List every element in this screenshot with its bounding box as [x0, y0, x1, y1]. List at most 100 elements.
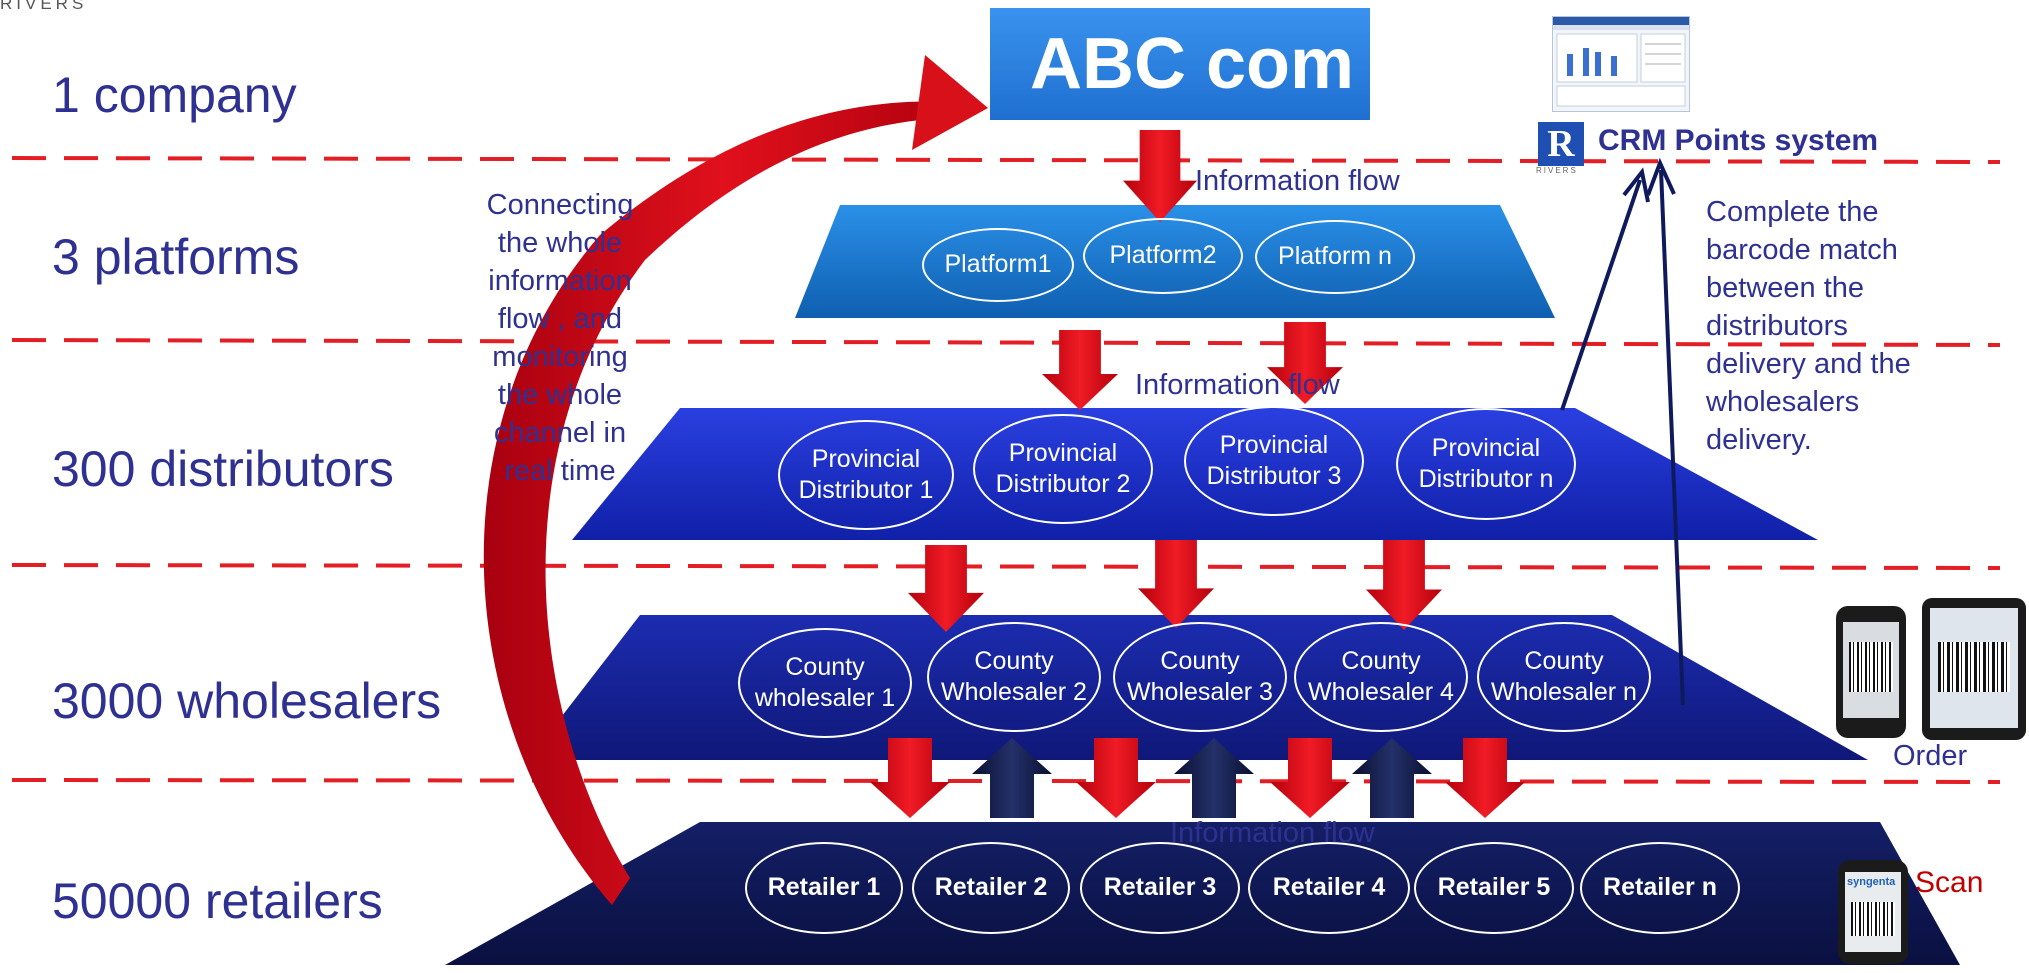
scan-phone-screen: syngenta: [1845, 872, 1901, 952]
down-arrow: [1267, 322, 1343, 404]
distributors-node-label-line: Distributor n: [1418, 465, 1554, 493]
retailers-node: Retailer n: [1580, 842, 1740, 934]
level-label-2: 3 platforms: [52, 229, 300, 285]
wholesalers-node-label-line: Wholesaler n: [1491, 678, 1637, 706]
wholesalers-node-label-line: County: [1524, 646, 1604, 675]
left_note-line: flow , and: [497, 303, 623, 335]
down-arrow: [1076, 738, 1156, 818]
up-arrow: [1352, 738, 1432, 818]
crm-logo-letter: R: [1547, 123, 1575, 165]
logo-text-top: RIVERS: [0, 0, 88, 13]
retailers-node-label: Retailer 4: [1272, 873, 1386, 902]
thumb-toolbar: [1553, 25, 1689, 30]
phone-barcode: [1849, 642, 1893, 692]
platforms-node: Platform1: [922, 228, 1074, 302]
right_note-line: between the: [1706, 272, 1865, 304]
level-label-3: 300 distributors: [52, 441, 394, 497]
level-label-1: 1 company: [52, 67, 297, 123]
divider-1: [11, 156, 2001, 164]
scan-label: Scan: [1915, 866, 1984, 899]
crm-arrow-from-distributors: [1560, 179, 1642, 411]
retailers-node-label: Retailer 2: [934, 873, 1048, 902]
retailers-node-label: Retailer 3: [1103, 873, 1217, 902]
crm-logo: R: [1538, 122, 1584, 166]
distributors-node-label-line: Distributor 3: [1206, 462, 1342, 490]
down-arrow: [1270, 738, 1350, 818]
wholesalers-node-label-line: County: [1160, 646, 1240, 675]
tablet-barcode: [1938, 642, 2010, 692]
wholesalers-node-label-line: Wholesaler 2: [941, 678, 1087, 706]
distributors-node-label-line: Provincial: [1008, 438, 1118, 467]
right-note: Complete the barcode match between the dist…: [1706, 193, 2006, 459]
distributors-node-label-line: Provincial: [1431, 433, 1541, 462]
flow-label-2: Information flow: [1135, 369, 1340, 401]
down-arrow: [1042, 330, 1118, 410]
platforms-node-label: Platform n: [1278, 242, 1392, 271]
retailers-node-label: Retailer 5: [1437, 873, 1551, 902]
left_note-line: the whole: [497, 379, 623, 411]
left_note-line: real time: [504, 455, 616, 487]
down-arrow: [908, 545, 984, 632]
distributors-node-label-line: Distributor 2: [995, 470, 1131, 498]
retailers-node: Retailer 3: [1080, 842, 1240, 934]
distributors-node-label-line: Provincial: [811, 444, 921, 473]
down-arrow: [1445, 738, 1525, 818]
right_note-line: barcode match: [1706, 234, 1898, 266]
left_note-line: the whole: [497, 227, 623, 259]
divider-3: [11, 563, 2001, 570]
crm-arrow-from-wholesalers: [1659, 169, 1685, 706]
crm-arrow-head-2: [1646, 157, 1676, 196]
flow-label-1: Information flow: [1195, 165, 1400, 197]
retailers-node: Retailer 1: [745, 842, 903, 934]
platforms-node: Platform n: [1255, 220, 1415, 294]
down-arrow: [1138, 540, 1214, 628]
right_note-line: wholesalers: [1706, 386, 1860, 418]
left_note-line: information: [488, 265, 632, 297]
crm-arrow-head-1: [1622, 167, 1650, 203]
up-arrow: [972, 738, 1052, 818]
down-arrow: [870, 738, 950, 818]
down-arrows: [870, 130, 1525, 818]
order-phone-icon: [1836, 606, 1906, 738]
retailers-node: Retailer 4: [1248, 842, 1410, 934]
level-label-4: 3000 wholesalers: [52, 673, 442, 729]
distributors-node-label-line: Distributor 1: [798, 476, 934, 504]
platforms-node-label: Platform2: [1109, 241, 1217, 270]
retailers-node-label: Retailer n: [1603, 873, 1717, 902]
right_note-line: distributors: [1706, 310, 1848, 342]
distributors-node-label-line: Provincial: [1219, 430, 1329, 459]
order-tablet-icon: [1922, 598, 2026, 740]
wholesalers-node-label-line: County: [785, 652, 865, 681]
company-label: ABC com: [1030, 24, 1355, 104]
retailers-node-label: Retailer 1: [767, 873, 881, 902]
thumb-titlebar: [1553, 17, 1689, 25]
crm-screenshot-thumbnail: [1552, 16, 1690, 112]
thumb-mini-chart: [1556, 33, 1686, 107]
right_note-line: Complete the: [1706, 196, 1879, 228]
company-box: [990, 8, 1370, 120]
crm-logo-caption: RIVERS: [1536, 166, 1578, 175]
tablet-screen: [1930, 608, 2018, 728]
down-arrow: [1123, 130, 1197, 222]
scan-brand: syngenta: [1847, 876, 1896, 888]
retailers-node: Retailer 5: [1414, 842, 1574, 934]
scan-phone-icon: syngenta: [1838, 860, 1908, 964]
wholesalers-node-label-line: County: [974, 646, 1054, 675]
